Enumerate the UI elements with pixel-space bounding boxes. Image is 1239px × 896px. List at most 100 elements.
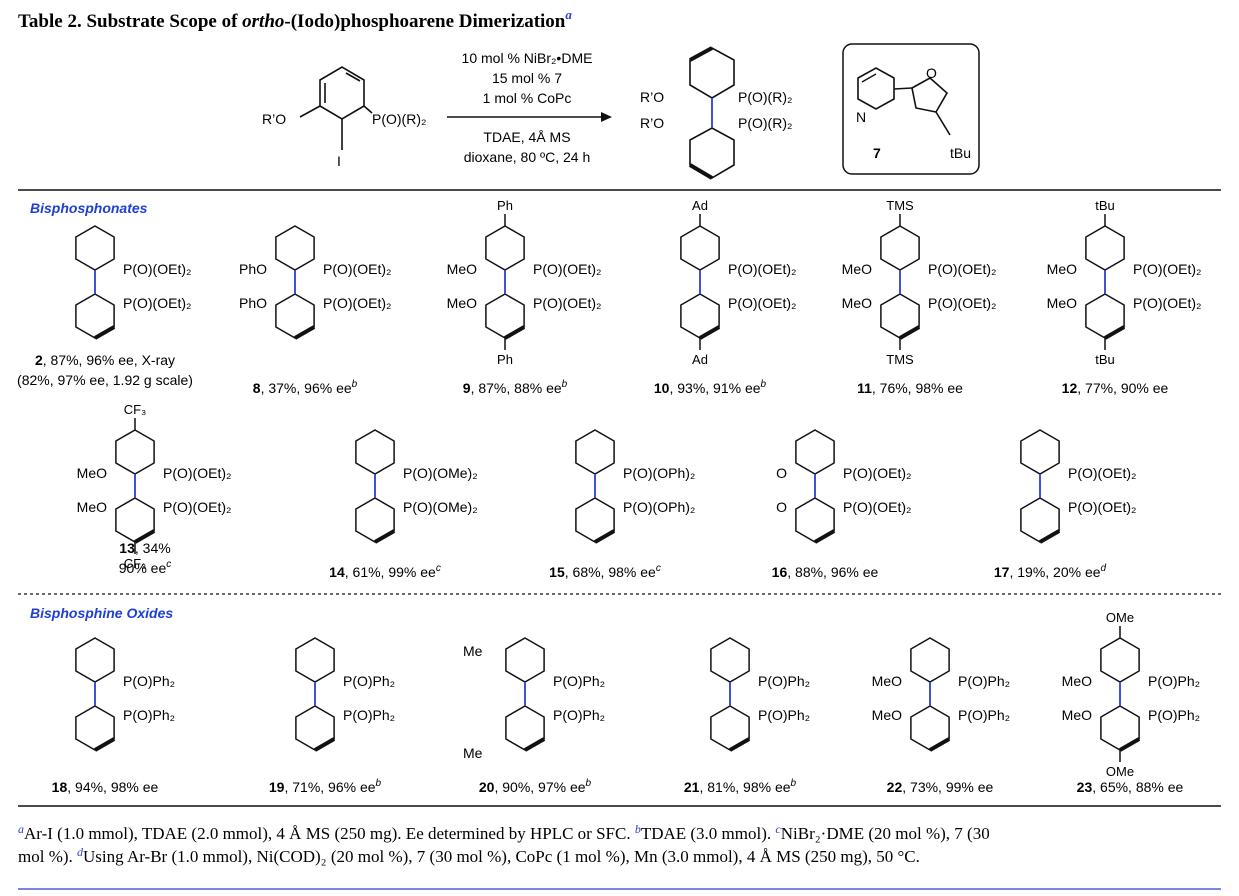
wedge-bond xyxy=(374,529,396,544)
compound-caption: 9, 87%, 88% eeb xyxy=(463,379,568,396)
compound-15: P(O)(OPh)₂ P(O)(OPh)₂ 15, 68%, 98% eec xyxy=(549,429,695,580)
p-label-bottom: P(O)(OMe)₂ xyxy=(403,499,478,515)
substituent-top: TMS xyxy=(886,198,914,213)
compound-caption: 8, 37%, 96% eeb xyxy=(253,379,358,396)
substituent-top: Ad xyxy=(692,198,708,213)
compound-16: P(O)(OEt)₂ P(O)(OEt)₂ O O 16, 88%, 96% ee xyxy=(772,429,911,580)
p-label-top: P(O)(OEt)₂ xyxy=(533,261,601,277)
product-p-top: P(O)(R)₂ xyxy=(738,89,792,105)
p-label-bottom: P(O)(OEt)₂ xyxy=(728,295,796,311)
wedge-bond xyxy=(1039,529,1061,544)
top-ring xyxy=(355,429,395,475)
compound-caption: 23, 65%, 88% ee xyxy=(1077,779,1184,795)
p-label-bottom: P(O)(OEt)₂ xyxy=(323,295,391,311)
p-label-top: P(O)(OPh)₂ xyxy=(623,465,695,481)
wedge-bond xyxy=(524,737,546,752)
substituent-bottom: Ph xyxy=(497,352,513,367)
top-ring xyxy=(505,637,545,683)
compound-14: P(O)(OMe)₂ P(O)(OMe)₂ 14, 61%, 99% eec xyxy=(329,429,478,580)
wedge-bond xyxy=(294,325,316,340)
o-label-top: MeO xyxy=(872,673,902,689)
o-label-top: PhO xyxy=(239,261,267,277)
condition-5: dioxane, 80 ºC, 24 h xyxy=(464,149,591,165)
p-label-bottom: P(O)(OPh)₂ xyxy=(623,499,695,515)
p-label-top: P(O)(OEt)₂ xyxy=(728,261,796,277)
top-ring xyxy=(880,225,920,271)
p-label-top: P(O)(OEt)₂ xyxy=(843,465,911,481)
ligand-7-box: N O tBu 7 xyxy=(842,43,980,175)
substituent-top: Ph xyxy=(497,198,513,213)
top-ring xyxy=(115,429,155,475)
p-label-top: P(O)(OEt)₂ xyxy=(123,261,191,277)
p-label-top: P(O)Ph₂ xyxy=(343,673,395,689)
o-label-bottom: MeO xyxy=(1047,295,1077,311)
compound-caption: 13, 34% xyxy=(119,540,170,556)
reaction-scheme: R’O I P(O)(R)₂ 10 mol % NiBr₂•DME 15 mol… xyxy=(262,43,980,180)
wedge-bond xyxy=(814,529,836,544)
condition-4: TDAE, 4Å MS xyxy=(483,129,570,145)
compound-grid: P(O)(OEt)₂P(O)(OEt)₂2, 87%, 96% ee, X-ra… xyxy=(17,198,1201,795)
section-label-oxides: Bisphosphine Oxides xyxy=(30,605,173,621)
p-label-top: P(O)Ph₂ xyxy=(958,673,1010,689)
o-label-bottom: MeO xyxy=(77,499,107,515)
product-ro-top: R’O xyxy=(640,89,664,105)
ligand-number: 7 xyxy=(873,145,881,161)
compound-caption: 15, 68%, 98% eec xyxy=(549,563,661,580)
o-label-top: O xyxy=(776,465,787,481)
compound-caption: 16, 88%, 96% ee xyxy=(772,564,879,580)
p-label-bottom: P(O)Ph₂ xyxy=(1148,707,1200,723)
wedge-bond xyxy=(504,325,526,340)
wedge-bond xyxy=(699,325,721,340)
p-label-top: P(O)(OMe)₂ xyxy=(403,465,478,481)
p-label-bottom: P(O)Ph₂ xyxy=(958,707,1010,723)
wedge-bond xyxy=(134,529,156,544)
compound-caption: 20, 90%, 97% eeb xyxy=(479,778,592,795)
top-ring xyxy=(575,429,615,475)
compound-caption: 18, 94%, 98% ee xyxy=(52,779,159,795)
p-label-top: P(O)Ph₂ xyxy=(553,673,605,689)
ligand-o-label: O xyxy=(926,65,937,81)
top-ring xyxy=(275,225,315,271)
product-p-bottom: P(O)(R)₂ xyxy=(738,115,792,131)
substituent-top: tBu xyxy=(1095,198,1115,213)
o-label-top: MeO xyxy=(1062,673,1092,689)
wedge-bond xyxy=(94,737,116,752)
top-ring xyxy=(910,637,950,683)
o-label-bottom: O xyxy=(776,499,787,515)
section-label-bisphosphonates: Bisphosphonates xyxy=(30,200,148,216)
p-label-top: P(O)(OEt)₂ xyxy=(928,261,996,277)
wedge-bond xyxy=(1104,325,1126,340)
p-label-bottom: P(O)(OEt)₂ xyxy=(533,295,601,311)
compound-caption: 17, 19%, 20% eed xyxy=(994,563,1107,580)
p-label-bottom: P(O)Ph₂ xyxy=(343,707,395,723)
compound-caption: 14, 61%, 99% eec xyxy=(329,563,441,580)
top-ring xyxy=(295,637,335,683)
substituent-bottom: Ad xyxy=(692,352,708,367)
substituent-bottom: tBu xyxy=(1095,352,1115,367)
condition-3: 1 mol % CoPc xyxy=(483,90,572,106)
compound-caption: 22, 73%, 99% ee xyxy=(887,779,994,795)
p-label-bottom: P(O)(OEt)₂ xyxy=(843,499,911,515)
substituent-bottom: OMe xyxy=(1106,764,1134,779)
o-label-bottom: PhO xyxy=(239,295,267,311)
ligand-tbu-label: tBu xyxy=(950,145,971,161)
compound-caption: 21, 81%, 98% eeb xyxy=(684,778,797,795)
compound-caption: 10, 93%, 91% eeb xyxy=(654,379,767,396)
conditions: 10 mol % NiBr₂•DME 15 mol % 7 1 mol % Co… xyxy=(447,50,612,165)
p-label-bottom: P(O)(OEt)₂ xyxy=(123,295,191,311)
top-ring xyxy=(680,225,720,271)
o-label-top: MeO xyxy=(447,261,477,277)
p-label-bottom: P(O)(OEt)₂ xyxy=(163,499,231,515)
o-label-bottom: MeO xyxy=(447,295,477,311)
substituent-top: CF₃ xyxy=(124,402,147,417)
top-ring xyxy=(75,637,115,683)
substituent-bottom: CF₃ xyxy=(124,556,147,571)
top-ring xyxy=(1085,225,1125,271)
